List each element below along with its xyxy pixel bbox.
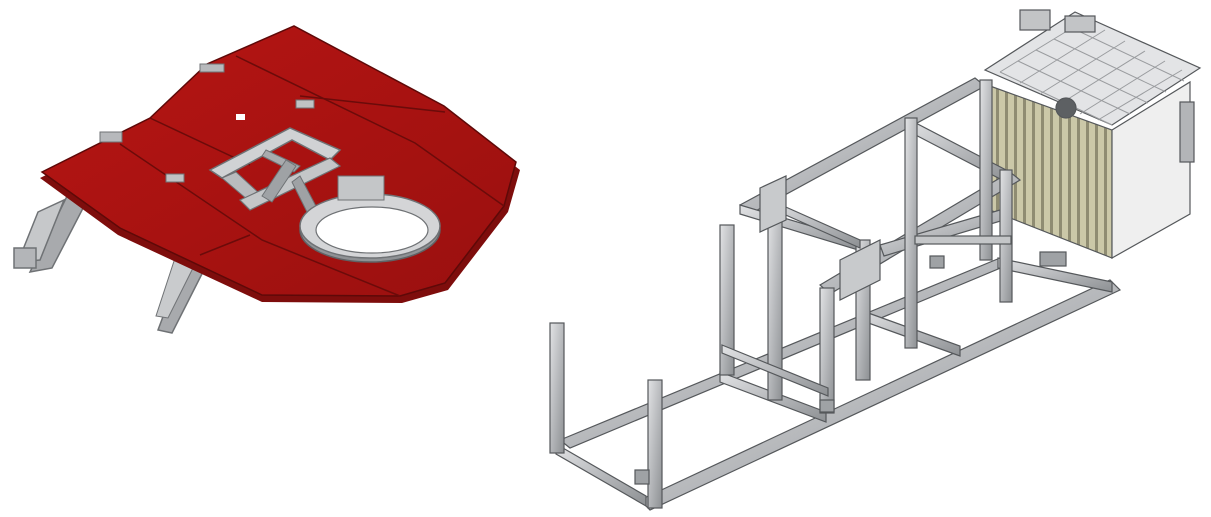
red-plate-platform-assembly-icon [13,25,520,334]
frame-posts [549,79,1013,509]
frame-brackets [634,235,1067,485]
frame-cage [721,175,881,397]
detector-box [983,9,1202,260]
frame-base [555,257,1122,511]
frame-with-detector-box-icon [549,9,1202,511]
ring-frame [208,127,441,263]
